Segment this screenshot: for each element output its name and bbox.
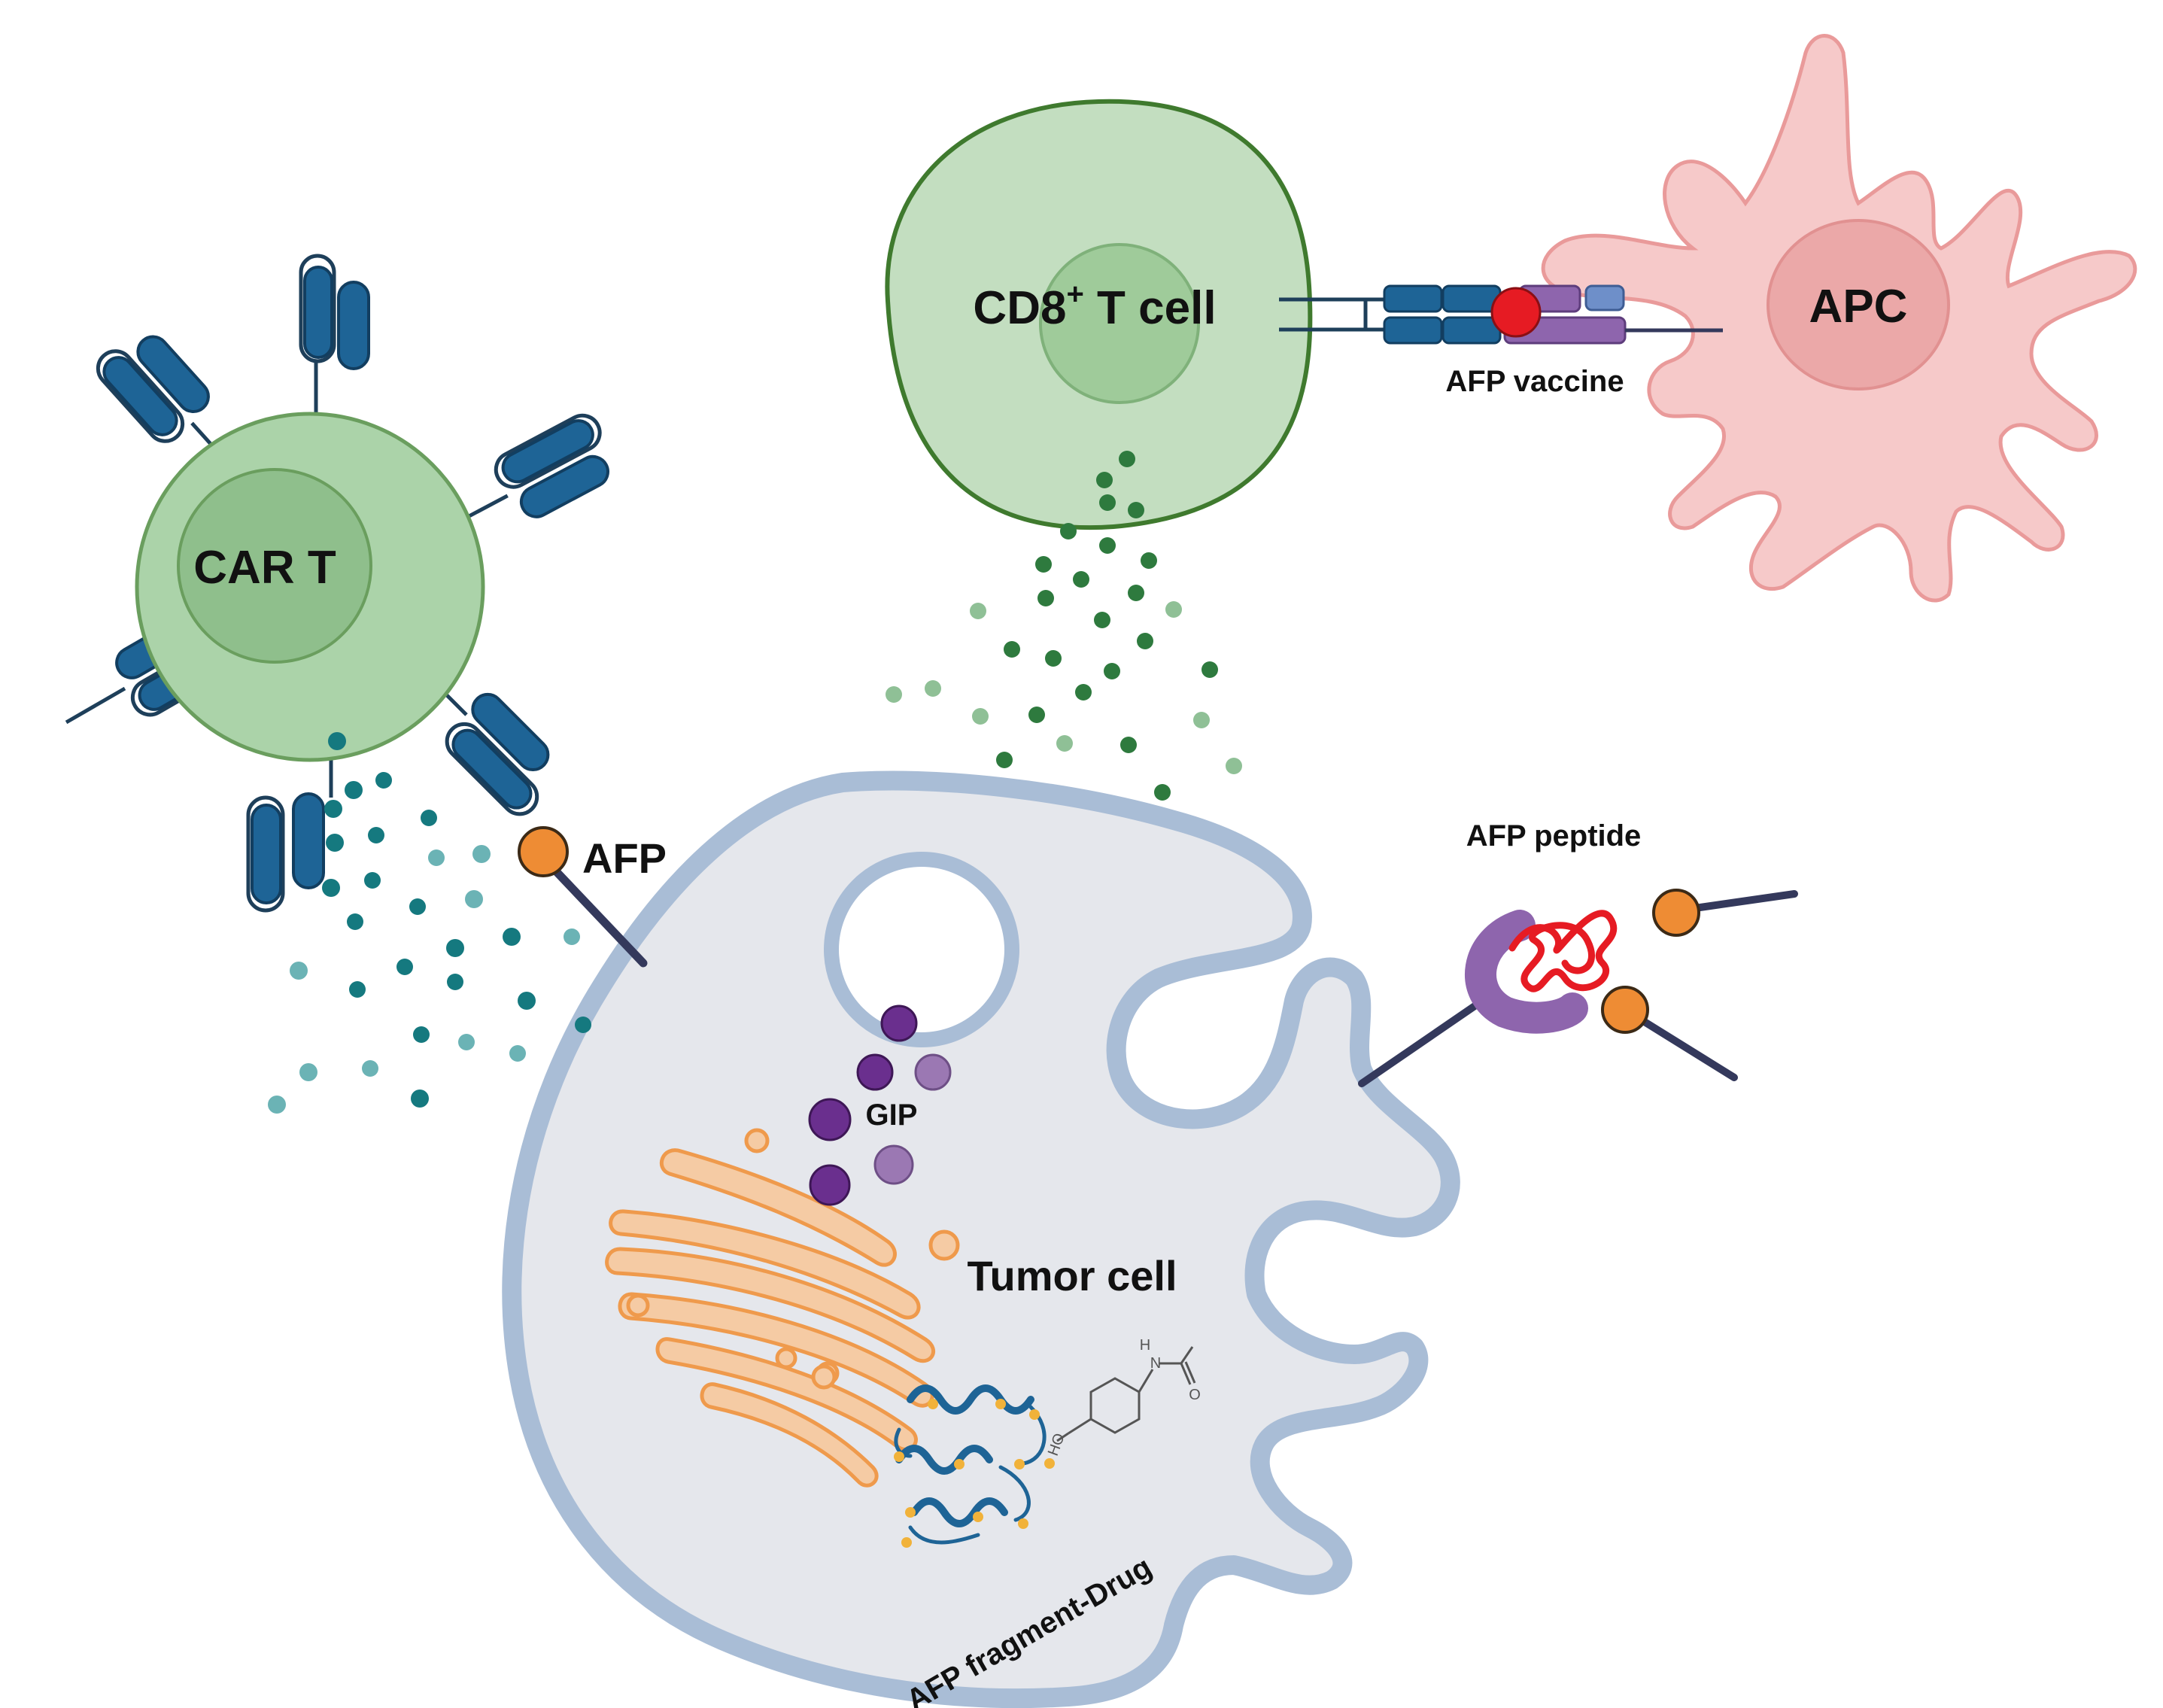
afp-label: AFP: [582, 834, 667, 882]
golgi-icon: [605, 1128, 960, 1488]
gip-spheres: [808, 1004, 952, 1206]
tumor-cell-label: Tumor cell: [967, 1252, 1177, 1299]
tumor-cell-body: [502, 770, 1460, 1708]
chem-h-label: H: [1140, 1337, 1150, 1354]
car-t-cell: CAR T: [65, 254, 609, 913]
afp-vaccine-peptide-icon: [1490, 287, 1542, 338]
apc-cell: APC: [1541, 34, 2137, 603]
cd8-t-cell-label: CD8+ T cell: [973, 278, 1216, 334]
tcr-mhc-complex-icon: [1279, 284, 1723, 345]
protein-helix-icon: [894, 1384, 1047, 1545]
drug-molecule-icon: [1056, 1346, 1196, 1442]
afp-vaccine-label: AFP vaccine: [1445, 365, 1624, 398]
tumor-cell: GIP Tumor cell: [502, 770, 1460, 1708]
chem-n-label: N: [1150, 1355, 1161, 1372]
afp-antigen-icon: [518, 826, 648, 968]
car-t-cytokine-dots: [268, 732, 591, 1114]
vesicle-icon: [824, 852, 1019, 1047]
antibody-peptide-icon: [1358, 889, 1798, 1087]
cd8-cytokine-dots: [886, 451, 1242, 801]
cd8-nucleus: [1039, 243, 1200, 404]
gip-label: GIP: [866, 1099, 918, 1132]
car-t-nucleus: [177, 468, 372, 664]
chem-o-label: O: [1189, 1387, 1201, 1403]
car-t-label: CAR T: [193, 542, 336, 594]
afp-peptide-label: AFP peptide: [1466, 819, 1642, 852]
cd8-t-cell: CD8+ T cell: [885, 99, 1313, 530]
apc-nucleus: [1767, 219, 1950, 391]
protein-helix-nodes: [894, 1399, 1055, 1548]
apc-label: APC: [1809, 281, 1908, 333]
